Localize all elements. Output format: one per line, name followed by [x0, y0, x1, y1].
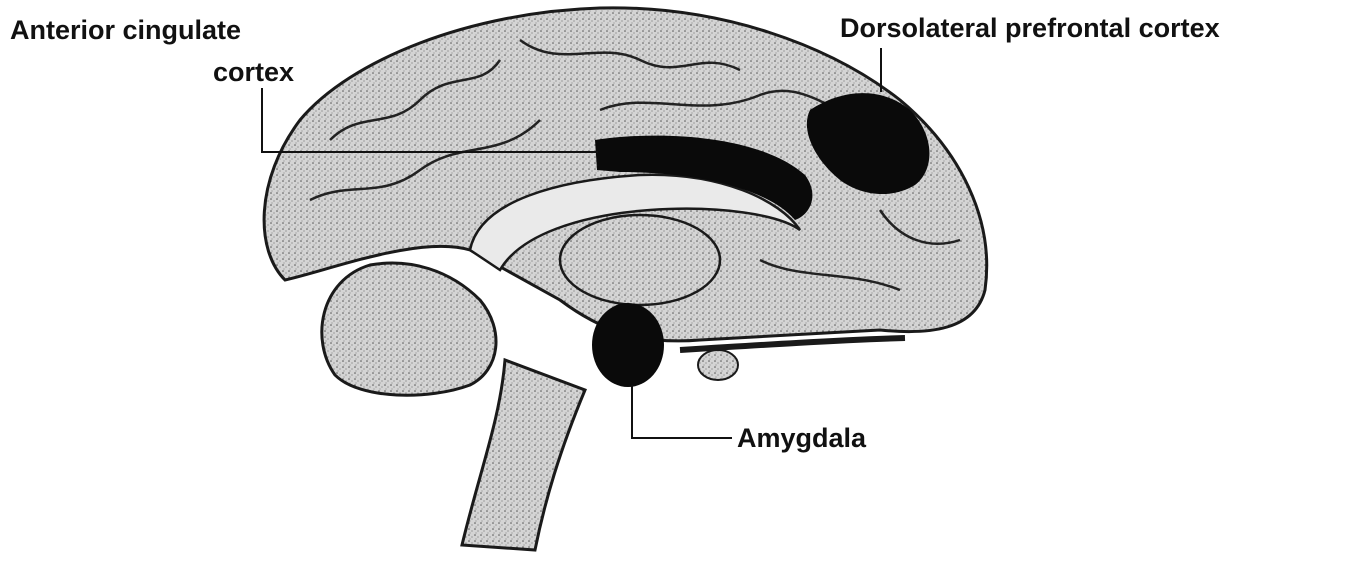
- brainstem: [462, 360, 585, 550]
- anterior-cingulate-label-line2: cortex: [213, 56, 294, 88]
- amygdala-region: [592, 303, 664, 387]
- thalamus: [560, 215, 720, 305]
- anterior-cingulate-label-line1: Anterior cingulate: [10, 14, 241, 46]
- pituitary: [698, 350, 738, 380]
- amygdala-leader: [632, 385, 732, 438]
- cerebellum: [322, 263, 496, 395]
- dorsolateral-prefrontal-label: Dorsolateral prefrontal cortex: [840, 12, 1220, 44]
- amygdala-label: Amygdala: [737, 422, 866, 454]
